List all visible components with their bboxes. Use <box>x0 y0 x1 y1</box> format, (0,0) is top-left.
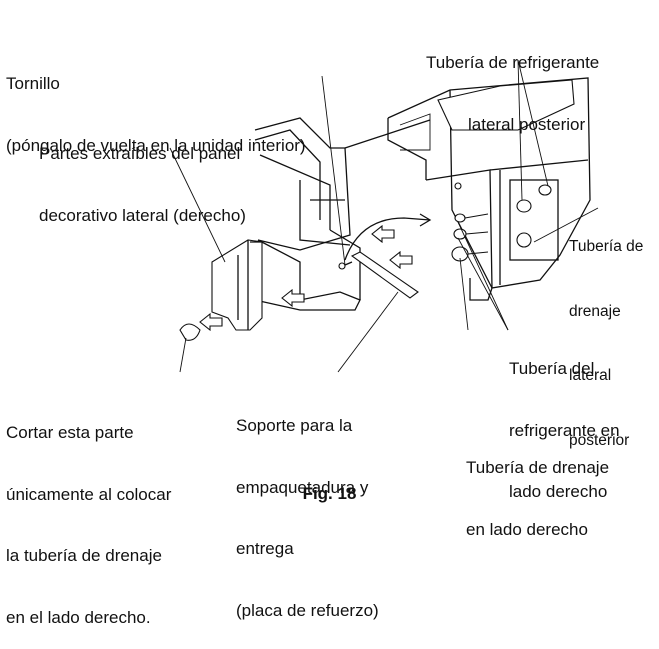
installation-diagram: Tornillo (póngalo de vuelta en la unidad… <box>6 12 643 627</box>
cut-note-label-line: únicamente al colocar <box>6 484 172 504</box>
diagram-drawing <box>169 59 599 373</box>
rear-drain-pipe-label-line: Tubería de <box>569 238 644 255</box>
right-refrigerant-pipe-label-line: lado derecho <box>509 482 608 501</box>
leader-lines <box>169 59 599 373</box>
right-refrigerant-pipe-label-line: refrigerante en <box>509 420 620 440</box>
screw-arrow <box>344 217 431 261</box>
screw-label-line: (póngalo de vuelta en la unidad interior… <box>6 135 306 155</box>
removable-parts-label-line: Partes extraíbles del panel <box>39 144 241 163</box>
rear-refrigerant-pipe-label-line: lateral posterior <box>468 114 586 134</box>
front-panel-illustration <box>254 117 431 311</box>
rear-drain-pipe-label-line: lateral <box>569 367 612 384</box>
removable-parts-label-line: decorativo lateral (derecho) <box>39 205 246 225</box>
bracket-label-line: empaquetadura y <box>236 477 369 497</box>
cut-note-label-line: la tubería de drenaje <box>6 546 162 565</box>
cut-piece-illustration <box>179 323 201 341</box>
right-refrigerant-pipe-label-line: Tubería del <box>509 359 595 378</box>
bracket-illustration <box>338 251 419 299</box>
bracket-label-line: Soporte para la <box>236 416 353 435</box>
rear-refrigerant-pipe-label: Tubería de refrigerante lateral posterio… <box>426 12 599 156</box>
rear-drain-pipe-label-line: drenaje <box>569 302 621 320</box>
figure-caption: Fig. 18 <box>302 484 357 503</box>
removable-panel-illustration <box>211 239 263 331</box>
cut-note-label-line: Cortar esta parte <box>6 423 134 442</box>
bracket-label-line: (placa de refuerzo) <box>236 600 379 620</box>
cut-note-label-line: en el lado derecho. <box>6 607 151 627</box>
right-refrigerant-pipe-label: Tubería del refrigerante en lado derecho <box>509 318 620 523</box>
bracket-label: Soporte para la empaquetadura y entrega … <box>236 375 379 642</box>
removable-parts-label: Partes extraíbles del panel decorativo l… <box>39 103 246 247</box>
rear-refrigerant-pipe-label-line: Tubería de refrigerante <box>426 53 600 72</box>
direction-arrows <box>199 224 413 332</box>
right-drain-pipe-label-line: en lado derecho <box>466 519 588 539</box>
screw-label-line: Tornillo <box>6 74 60 93</box>
screw-label: Tornillo (póngalo de vuelta en la unidad… <box>6 33 306 177</box>
rear-drain-pipe-label-line: posterior <box>569 431 630 449</box>
rear-drain-pipe-label: Tubería de drenaje lateral posterior <box>569 193 643 473</box>
bracket-label-line: entrega <box>236 539 294 558</box>
right-drain-pipe-label-line: Tubería de drenaje <box>466 458 610 477</box>
cut-note-label: Cortar esta parte únicamente al colocar … <box>6 382 171 649</box>
indoor-unit-illustration <box>387 77 591 301</box>
